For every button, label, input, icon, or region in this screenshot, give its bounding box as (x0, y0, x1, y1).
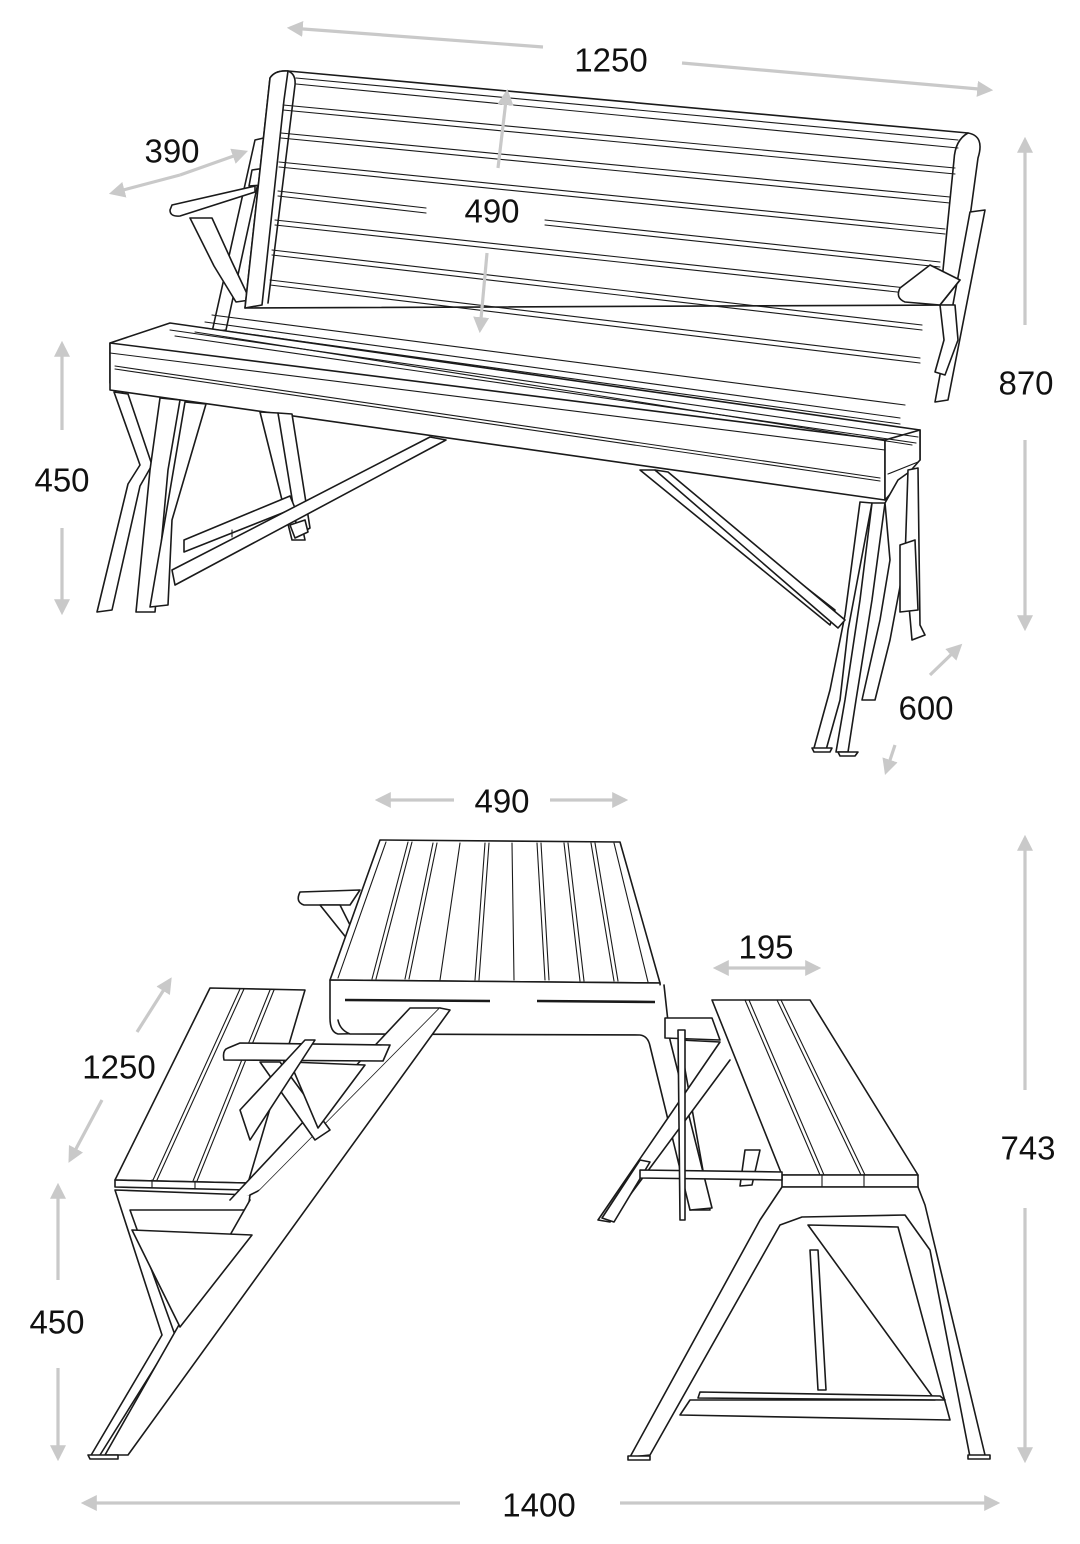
table-left-leg (87, 1007, 451, 1460)
dim-arrow-backrest-down (473, 252, 490, 334)
table-middle-frame (597, 1017, 783, 1223)
dimension-arrows (50, 20, 1033, 1511)
bench-right-arm-frame (897, 209, 986, 403)
label-seat-width: 195 (738, 928, 794, 966)
dim-arrow-bench-length-left (286, 20, 544, 49)
dim-arrow-table-length-down (68, 1099, 104, 1163)
bench-backrest (244, 70, 981, 364)
label-armrest-depth: 390 (144, 132, 200, 170)
dim-arrow-armrest-depth-left (108, 173, 181, 198)
bench-seat (109, 314, 921, 501)
label-overall-width: 1400 (502, 1486, 576, 1524)
dim-arrow-bench-length-right (681, 61, 994, 97)
table-right-seat (711, 999, 919, 1203)
table-apron (329, 979, 713, 1211)
label-table-length: 1250 (82, 1048, 156, 1086)
label-table-height: 743 (1000, 1129, 1056, 1167)
bench-right-legs (639, 467, 926, 757)
table-illustration (87, 839, 991, 1461)
dim-arrow-depth-down (882, 744, 898, 776)
dim-arrow-table-length-up (135, 977, 172, 1033)
dim-arrow-backrest-up (496, 88, 514, 169)
bench-left-legs (96, 391, 447, 613)
table-top (329, 839, 661, 984)
label-table-width: 490 (474, 782, 530, 820)
dim-arrow-armrest-depth-right (179, 148, 249, 177)
label-overall-height: 870 (998, 364, 1054, 402)
dim-arrow-depth-up (928, 643, 963, 677)
label-table-seat-height: 450 (29, 1303, 85, 1341)
bench-illustration (96, 70, 986, 757)
table-right-leg (627, 1029, 991, 1461)
label-depth: 600 (898, 689, 954, 727)
label-bench-seat-height: 450 (34, 461, 90, 499)
label-backrest-height: 490 (464, 192, 520, 230)
label-bench-length: 1250 (574, 41, 648, 79)
